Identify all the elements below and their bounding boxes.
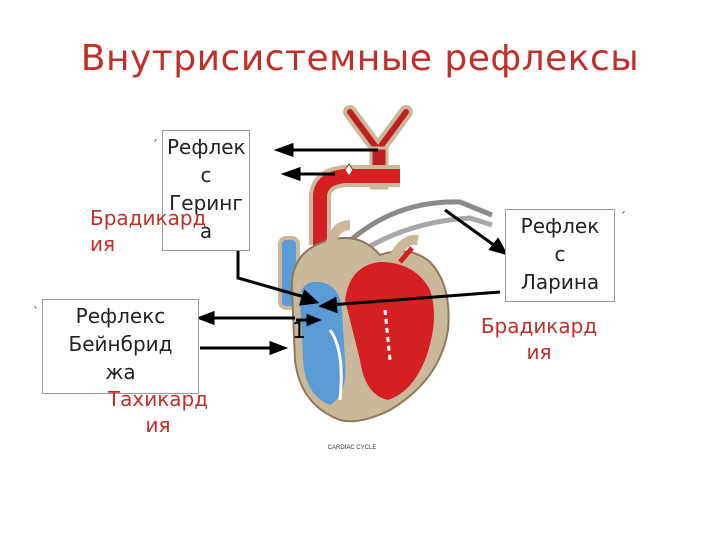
heart-icon [290,220,450,423]
hering-reflex-box: Рефлек с Геринг а [162,130,250,251]
heart-label-number: 1 [292,319,306,344]
reflex-arrows [195,142,509,356]
bainbridge-effect-label: Тахикард ия [107,387,209,437]
larin-reflex-box: Рефлек с Ларина [505,209,615,302]
bainbridge-reflex-box: Рефлекс Бейнбрид жа [42,299,199,394]
hering-mark: ˊ [152,138,158,152]
heart-caption: CARDIAC CYCLE [328,445,377,451]
larin-effect-label: Брадикард ия [480,314,598,364]
aorta-icon [309,163,400,245]
slide-title: Внутрисистемные рефлексы [80,38,640,79]
bainbridge-mark: ˋ [33,305,39,319]
hering-effect-label: Брадикард ия [90,206,207,256]
larin-mark: ˊ [620,210,626,224]
